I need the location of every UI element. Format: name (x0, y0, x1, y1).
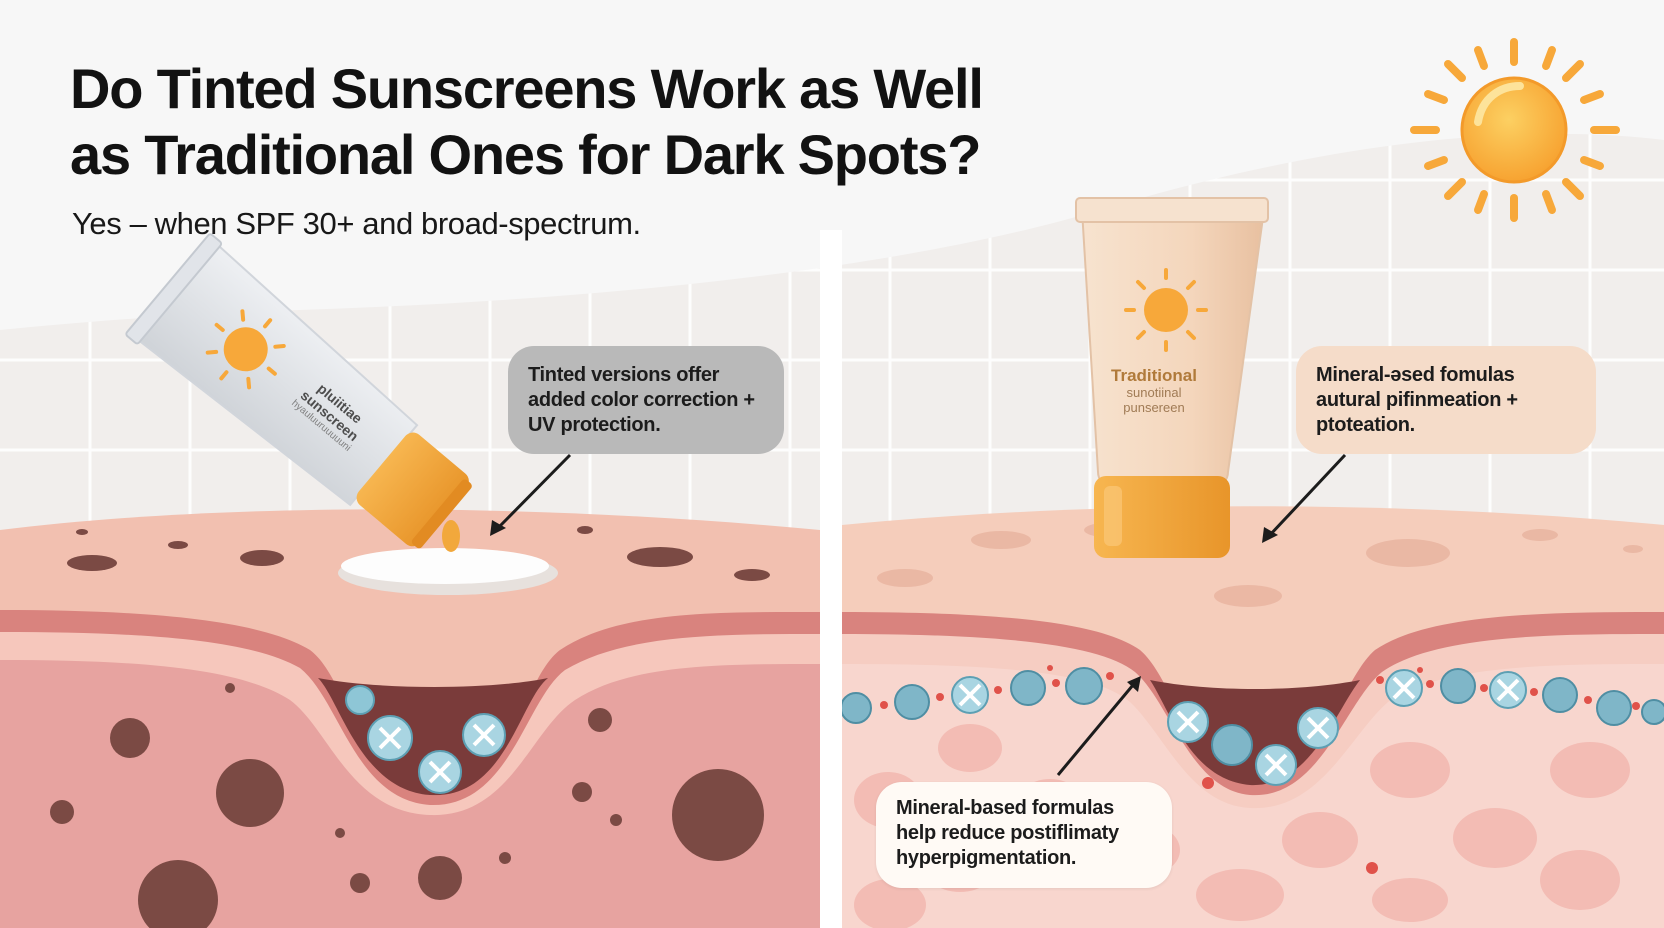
sunscreen-tube-icon (125, 233, 472, 549)
mineral-callout-top-line-2: autural pifinmeation + (1316, 389, 1518, 411)
traditional-tube-label-line-2: sunotiinal (1126, 385, 1182, 400)
left-panel (0, 233, 820, 928)
header-wave (0, 0, 1664, 330)
skin-cell-icon (1167, 701, 1339, 789)
title-line-1: Do Tinted Sunscreens Work as Well (70, 57, 984, 120)
mineral-callout-bottom-line-3: hyperpigmentation. (896, 847, 1077, 869)
pore-right (1150, 680, 1360, 786)
traditional-tube-label-line-1: Traditional (1111, 366, 1197, 385)
sunscreen-puddle (341, 548, 549, 584)
tinted-callout: Tinted versions offer added color correc… (508, 346, 784, 454)
tinted-callout-line-3: UV protection. (528, 414, 661, 436)
mineral-callout-top-line-3: ptoteation. (1316, 414, 1415, 436)
mineral-callout-top: Mineral-əsed fomulas autural pifinmeatio… (1296, 346, 1596, 454)
dermis-left (0, 660, 820, 928)
page-title: Do Tinted Sunscreens Work as Well as Tra… (70, 56, 984, 188)
pore-left (318, 678, 548, 796)
arrow-icon (1262, 453, 1347, 543)
sun-icon (1410, 38, 1620, 222)
cell-band-right (842, 665, 1664, 874)
skin-cells-left (345, 685, 506, 794)
mineral-callout-bottom-line-2: help reduce postiflimaty (896, 822, 1119, 844)
panel-divider (820, 230, 842, 928)
traditional-tube-label-line-3: punsereen (1123, 400, 1185, 415)
mineral-callout-top-line-1: Mineral-əsed fomulas (1316, 364, 1515, 386)
arrow-icon (490, 453, 572, 536)
title-line-2: as Traditional Ones for Dark Spots? (70, 123, 981, 186)
mineral-callout-bottom-line-1: Mineral-based formulas (896, 797, 1114, 819)
traditional-tube-label: Traditional sunotiinal punsereen (1066, 366, 1242, 415)
subtitle: Yes – when SPF 30+ and broad-spectrum. (72, 206, 641, 241)
arrow-icon (1056, 676, 1141, 776)
mineral-callout-bottom: Mineral-based formulas help reduce posti… (876, 782, 1172, 888)
sunscreen-tube-icon (1075, 197, 1269, 558)
tinted-callout-line-2: added color correction + (528, 389, 755, 411)
tinted-callout-line-1: Tinted versions offer (528, 364, 720, 386)
dark-spots-left (50, 526, 770, 928)
sunscreen-drop (442, 520, 460, 552)
